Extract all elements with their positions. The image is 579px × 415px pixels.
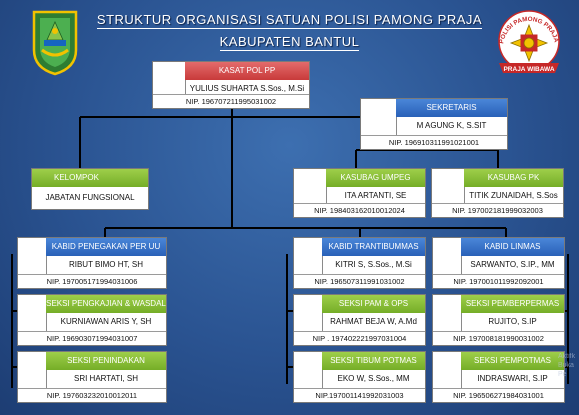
box-title: KASAT POL PP [185, 62, 309, 80]
box-title: SEKSI TIBUM POTMAS [322, 352, 425, 370]
box-name: YULIUS SUHARTA S.Sos., M.Si [189, 84, 305, 93]
photo-placeholder [18, 238, 47, 275]
box-name: RIBUT BIMO HT, SH [68, 260, 144, 269]
box-title: SEKSI PENGKAJIAN & WASDAL [46, 295, 166, 313]
box-nip: NIP. 197008181990031002 [433, 331, 564, 345]
box-name: TITIK ZUNAIDAH, S.Sos [469, 191, 558, 200]
box-nip: NIP. 196506271984031001 [433, 388, 564, 402]
satpol-logo-banner-text: PRAJA WIBAWA [503, 66, 554, 73]
box-nip: NIP. 196903071994031007 [18, 331, 166, 345]
box-seksi-tibum-potmas: SEKSI TIBUM POTMAS EKO W, S.Sos., MM NIP… [293, 351, 426, 403]
box-name: SARWANTO, S.IP., MM [470, 260, 555, 269]
box-title: KASUBAG PK [464, 169, 563, 187]
chart-subtitle: KABUPATEN BANTUL [219, 34, 360, 51]
activate-watermark: Aktifk Buka Pe [558, 352, 579, 379]
photo-placeholder [294, 352, 323, 389]
box-kasubag-umpeg: KASUBAG UMPEG ITA ARTANTI, SE NIP. 19840… [293, 168, 426, 218]
box-title: KELOMPOK [32, 169, 148, 187]
photo-placeholder [361, 99, 397, 135]
box-name: EKO W, S.Sos., MM [337, 374, 410, 383]
photo-placeholder [432, 169, 465, 204]
box-name: ITA ARTANTI, SE [344, 191, 407, 200]
box-seksi-pemberpermas: SEKSI PEMBERPERMAS RUJITO, S.IP NIP. 197… [432, 294, 565, 346]
box-nip: NIP . 197402221997031004 [294, 331, 425, 345]
box-nip: NIP. 197001011992092001 [433, 274, 564, 288]
box-nip: NIP. 197002181999032003 [432, 203, 563, 217]
box-title: SEKSI PEMBERPERMAS [461, 295, 564, 313]
box-sekretaris: SEKRETARIS M AGUNG K, S.SIT NIP. 1969103… [360, 98, 508, 150]
chart-title: STRUKTUR ORGANISASI SATUAN POLISI PAMONG… [96, 12, 483, 29]
photo-placeholder [294, 295, 323, 332]
box-kabid-penegakan: KABID PENEGAKAN PER UU RIBUT BIMO HT, SH… [17, 237, 167, 289]
box-title: SEKSI PAM & OPS [322, 295, 425, 313]
photo-placeholder [433, 352, 462, 389]
photo-placeholder [294, 238, 323, 275]
box-title: KABID PENEGAKAN PER UU [46, 238, 166, 256]
box-title: SEKSI PEMPOTMAS [461, 352, 564, 370]
box-kelompok-fungsional: KELOMPOK JABATAN FUNGSIONAL [31, 168, 149, 210]
box-name: JABATAN FUNGSIONAL [45, 193, 135, 202]
photo-placeholder [18, 295, 47, 332]
box-seksi-pempotmas: SEKSI PEMPOTMAS INDRASWARI, S.IP NIP. 19… [432, 351, 565, 403]
watermark-line-1: Aktifk [558, 353, 576, 360]
box-seksi-pam-ops: SEKSI PAM & OPS RAHMAT BEJA W, A.Md NIP … [293, 294, 426, 346]
box-name: SRI HARTATI, SH [73, 374, 138, 383]
box-seksi-pengkajian: SEKSI PENGKAJIAN & WASDAL KURNIAWAN ARIS… [17, 294, 167, 346]
photo-placeholder [433, 238, 462, 275]
box-nip: NIP. 197005171994031006 [18, 274, 166, 288]
box-name: KITRI S, S.Sos., M.Si [335, 260, 412, 269]
box-title: SEKRETARIS [396, 99, 507, 117]
photo-placeholder [294, 169, 327, 204]
box-nip: NIP. 198403162010012024 [294, 203, 425, 217]
box-nip: NIP. 196507311991031002 [294, 274, 425, 288]
box-name: KURNIAWAN ARIS Y, SH [60, 317, 152, 326]
box-name: M AGUNG K, S.SIT [416, 121, 487, 130]
box-seksi-penindakan: SEKSI PENINDAKAN SRI HARTATI, SH NIP. 19… [17, 351, 167, 403]
photo-placeholder [18, 352, 47, 389]
box-title: SEKSI PENINDAKAN [46, 352, 166, 370]
photo-placeholder [433, 295, 462, 332]
box-nip: NIP. 197603232010012011 [18, 388, 166, 402]
box-name: RUJITO, S.IP [488, 317, 537, 326]
photo-placeholder [153, 62, 186, 95]
watermark-line-2: Buka Pe [558, 362, 574, 378]
box-kasubag-pk: KASUBAG PK TITIK ZUNAIDAH, S.Sos NIP. 19… [431, 168, 564, 218]
box-kasat: KASAT POL PP YULIUS SUHARTA S.Sos., M.Si… [152, 61, 310, 109]
satpol-pp-emblem-logo: POLISI PAMONG PRAJA PRAJA WIBAWA [498, 10, 560, 73]
bantul-emblem-logo [32, 10, 78, 76]
box-name: INDRASWARI, S.IP [477, 374, 548, 383]
box-title: KABID LINMAS [461, 238, 564, 256]
box-nip: NIP. 196910311991021001 [361, 135, 507, 149]
box-nip: NIP. 196707211995031002 [153, 94, 309, 108]
box-title: KABID TRANTIBUMMAS [322, 238, 425, 256]
box-kabid-linmas: KABID LINMAS SARWANTO, S.IP., MM NIP. 19… [432, 237, 565, 289]
box-title: KASUBAG UMPEG [326, 169, 425, 187]
box-nip: NIP.197001141992031003 [294, 388, 425, 402]
box-name: RAHMAT BEJA W, A.Md [330, 317, 417, 326]
box-kabid-trantibummas: KABID TRANTIBUMMAS KITRI S, S.Sos., M.Si… [293, 237, 426, 289]
